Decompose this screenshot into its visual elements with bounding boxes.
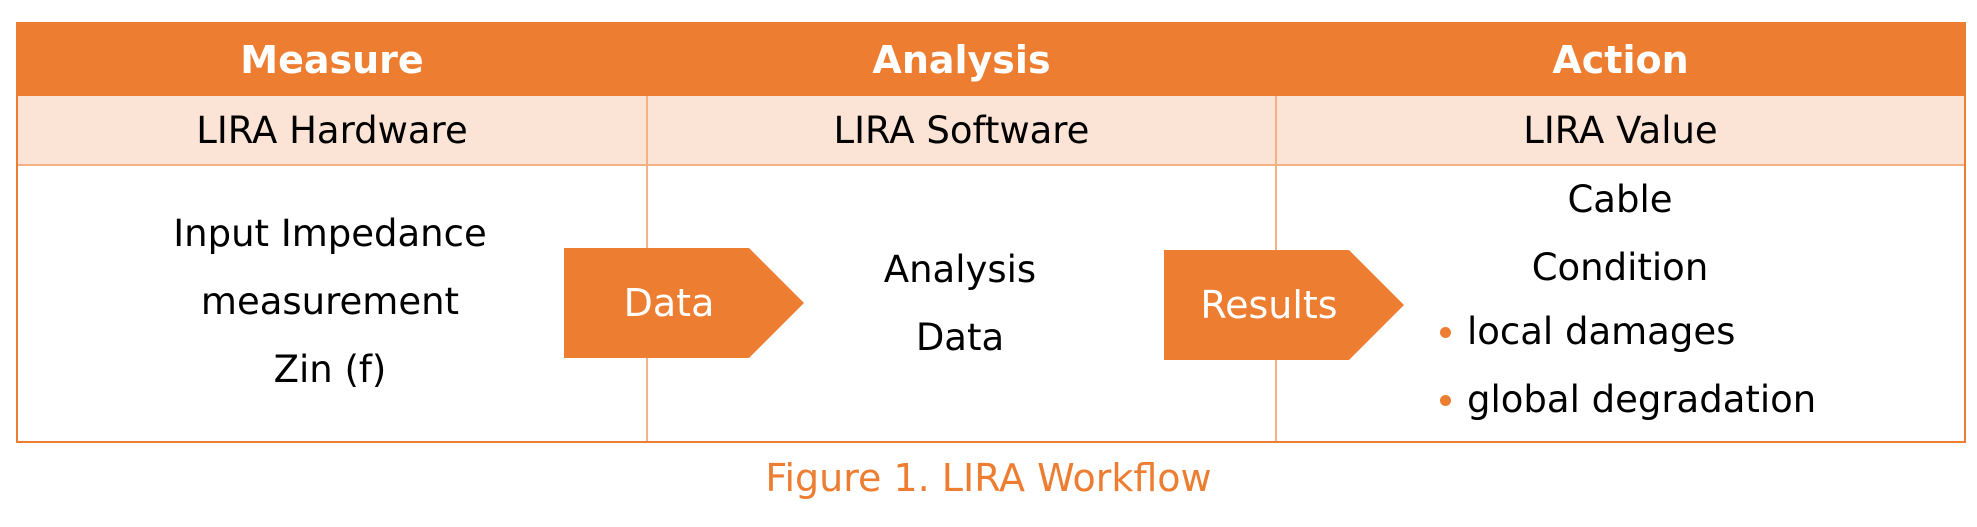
analysis-line: Data bbox=[915, 316, 1005, 359]
bullet-item: global degradation bbox=[1440, 366, 1960, 434]
analysis-text: Analysis Data bbox=[840, 236, 1080, 372]
measure-line: Input Impedance bbox=[173, 212, 487, 255]
arrow-shape bbox=[1164, 250, 1404, 360]
data-arrow: Data bbox=[564, 248, 804, 358]
subheader-value: LIRA Value bbox=[1523, 108, 1718, 152]
results-arrow-label: Results bbox=[1200, 283, 1338, 327]
subheader-row bbox=[18, 96, 1964, 166]
figure-caption: Figure 1. LIRA Workflow bbox=[765, 456, 1212, 500]
results-arrow: Results bbox=[1164, 250, 1404, 360]
subheader-hardware: LIRA Hardware bbox=[196, 108, 468, 152]
measure-text: Input Impedance measurement Zin (f) bbox=[60, 200, 600, 404]
analysis-line: Analysis bbox=[883, 248, 1037, 291]
header-analysis: Analysis bbox=[872, 38, 1051, 82]
header-row bbox=[18, 24, 1964, 96]
arrow-shape bbox=[564, 248, 804, 358]
action-bullet-list: local damages global degradation bbox=[1440, 298, 1960, 434]
data-arrow-label: Data bbox=[623, 281, 715, 325]
workflow-table: Measure Analysis Action LIRA Hardware LI… bbox=[16, 22, 1966, 443]
body-row bbox=[18, 166, 1964, 441]
action-line: Cable bbox=[1567, 178, 1673, 221]
bullet-item: local damages bbox=[1440, 298, 1960, 366]
measure-line: Zin (f) bbox=[273, 348, 387, 391]
header-action: Action bbox=[1552, 38, 1689, 82]
header-measure: Measure bbox=[240, 38, 424, 82]
bullet-icon bbox=[1440, 394, 1451, 406]
action-text: Cable Condition bbox=[1420, 166, 1820, 302]
bullet-icon bbox=[1440, 326, 1451, 338]
bullet-text: local damages bbox=[1467, 310, 1736, 353]
measure-line: measurement bbox=[200, 280, 460, 323]
action-line: Condition bbox=[1531, 246, 1709, 289]
bullet-text: global degradation bbox=[1467, 378, 1817, 421]
subheader-software: LIRA Software bbox=[833, 108, 1090, 152]
